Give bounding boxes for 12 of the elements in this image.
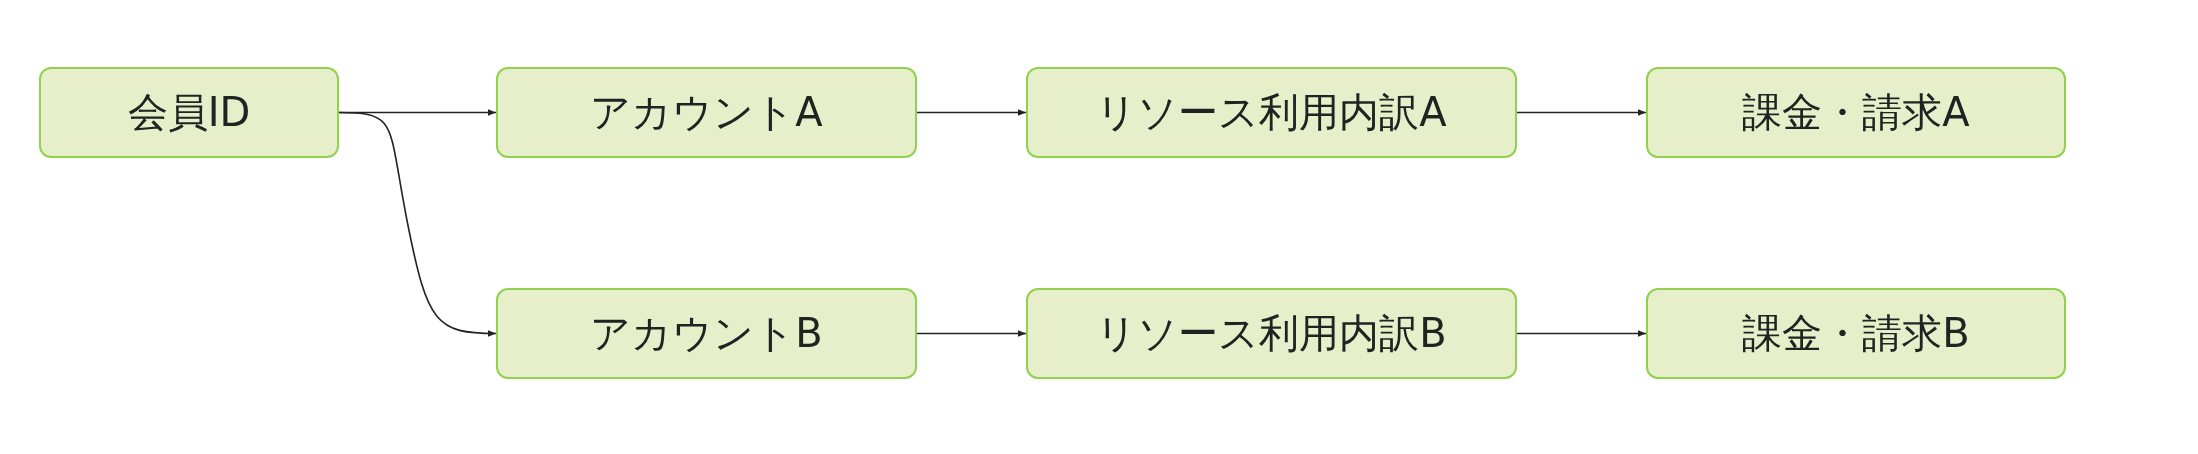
arrow [916,109,1027,116]
process-box: 会員ID [39,67,339,158]
process-box: アカウントB [496,288,917,379]
arrow [1516,109,1647,116]
arrow [916,330,1027,337]
arrow [338,111,497,337]
process-box: リソース利用内訳A [1026,67,1517,158]
arrow [1516,330,1647,337]
process-box: 課金・請求A [1646,67,2066,158]
process-box: 課金・請求B [1646,288,2066,379]
process-box: リソース利用内訳B [1026,288,1517,379]
process-box: アカウントA [496,67,917,158]
